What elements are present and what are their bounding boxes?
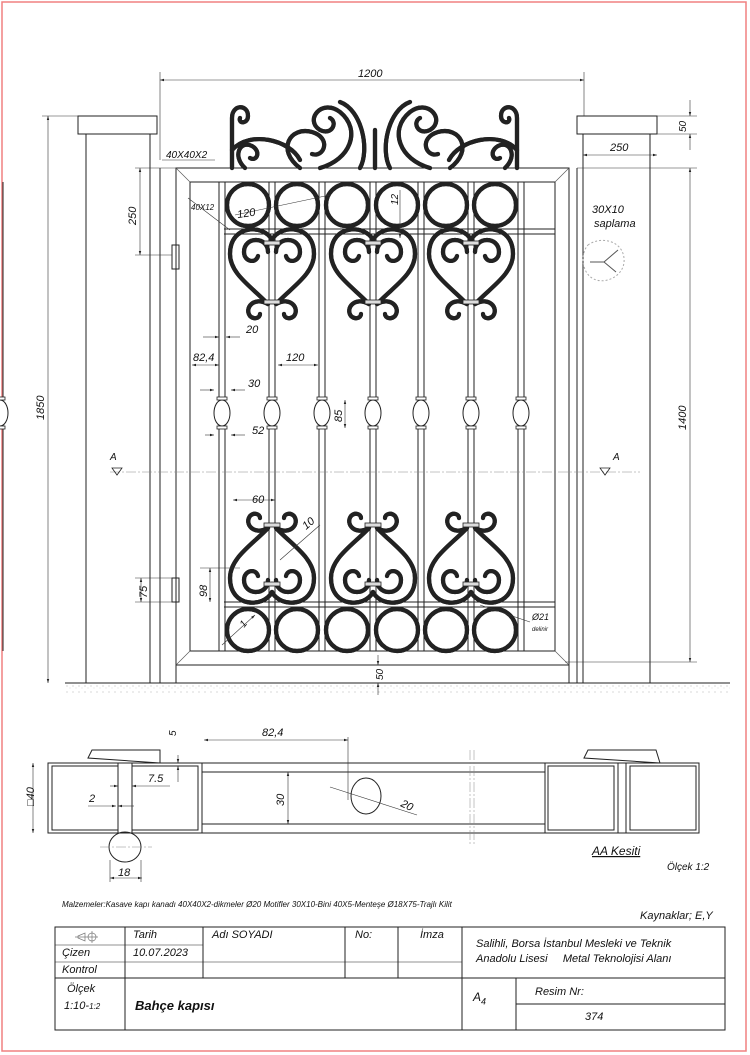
scale-label: Ölçek [67, 983, 96, 995]
right-pillar [576, 115, 658, 684]
dim-250-hinge: 250 [127, 206, 139, 226]
sec-dim-18: 18 [118, 867, 131, 879]
projection-symbol-icon [75, 931, 98, 943]
label-frame-profile: 40X40X2 [166, 150, 208, 161]
heart-motifs [230, 229, 513, 602]
school-line-2: Anadolu Lisesi Metal Teknolojisi Alanı [476, 953, 672, 965]
sec-dim-30: 30 [275, 793, 287, 806]
dim-20: 20 [245, 324, 259, 336]
paper-size-number: 4 [481, 996, 487, 1007]
dim-120-spacing: 120 [286, 352, 305, 364]
no-label: No: [355, 929, 373, 941]
crest-scroll-ornament [224, 99, 525, 171]
kontrol-label: Kontrol [62, 964, 97, 976]
dim-60: 60 [252, 494, 265, 506]
drawing-title: Bahçe kapısı [135, 998, 215, 1013]
school-line-1: Salihli, Borsa İstanbul Mesleki ve Tekni… [476, 938, 672, 950]
title-block-grid [54, 926, 726, 1031]
balusters [0, 181, 530, 652]
section-mark-right: A [612, 452, 620, 463]
dim-12: 12 [390, 193, 401, 205]
section-arrows [111, 467, 611, 476]
sec-dim-7-5: 7.5 [148, 773, 164, 785]
dim-10: 10 [300, 515, 318, 533]
dim-30: 30 [248, 378, 261, 390]
label-pin: 30X10 [592, 204, 625, 216]
hinge-bottom [171, 577, 180, 603]
sec-dim-5: 5 [168, 730, 179, 736]
pin-detail [582, 239, 625, 282]
dimension-labels: 1200 1850 1400 50 250 250 40X40X2 40X12 … [35, 68, 689, 680]
section-scale: Ölçek 1:2 [667, 861, 710, 873]
top-circle-row [224, 181, 519, 229]
dim-50-cap: 50 [678, 120, 689, 132]
dim-85: 85 [333, 409, 345, 422]
dim-250-pillar: 250 [609, 142, 629, 154]
dimension-lines [42, 72, 697, 695]
resim-label: Resim Nr: [535, 986, 584, 998]
paper-size-letter: A [473, 990, 482, 1004]
sec-dim-2: 2 [88, 793, 95, 805]
label-inner-profile: 40X12 [191, 203, 215, 212]
paper-size: A4 [473, 990, 486, 1006]
hinge-top [171, 244, 180, 270]
dim-52: 52 [252, 425, 264, 437]
cizen-label: Çizen [62, 947, 91, 959]
label-hole: Ø21 [531, 612, 549, 622]
dim-120-circle: 120 [236, 206, 257, 221]
sec-dim-20: 20 [398, 797, 416, 814]
resim-number: 374 [585, 1011, 604, 1023]
tarih-label: Tarih [133, 929, 158, 941]
left-pillar [77, 115, 158, 684]
scale-main: 1:10- [64, 1000, 90, 1012]
dim-1200: 1200 [358, 68, 383, 80]
scale-value: 1:10-1:2 [64, 1000, 100, 1012]
sources-note: Kaynaklar; E,Y [640, 910, 713, 922]
dim-75: 75 [138, 585, 150, 598]
section-view-aa [31, 737, 700, 882]
dim-1: 1 [238, 619, 250, 630]
section-title: AA Kesiti [591, 844, 641, 858]
dim-1400: 1400 [677, 405, 689, 430]
section-labels: 5 82,4 7.5 2 □40 30 20 18 AA Kesiti Ölçe… [25, 727, 710, 879]
dim-82-4: 82,4 [193, 352, 214, 364]
date-value: 10.07.2023 [133, 947, 189, 959]
imza-label: İmza [420, 929, 444, 941]
ground-hatch [65, 683, 730, 693]
sec-dim-82-4: 82,4 [262, 727, 283, 739]
dim-98: 98 [198, 584, 210, 597]
materials-note: Malzemeler:Kasave kapı kanadı 40X40X2-di… [62, 900, 452, 909]
section-mark-left: A [109, 452, 117, 463]
sec-dim-40: □40 [25, 786, 37, 806]
label-hole-note: delinir [532, 627, 549, 633]
dim-1850: 1850 [35, 395, 47, 420]
bottom-circle-row [224, 606, 519, 654]
scale-small: 1:2 [89, 1002, 101, 1011]
dim-50-ground: 50 [375, 668, 386, 680]
label-pin-note: saplama [594, 218, 636, 230]
name-label: Adı SOYADI [212, 929, 273, 941]
